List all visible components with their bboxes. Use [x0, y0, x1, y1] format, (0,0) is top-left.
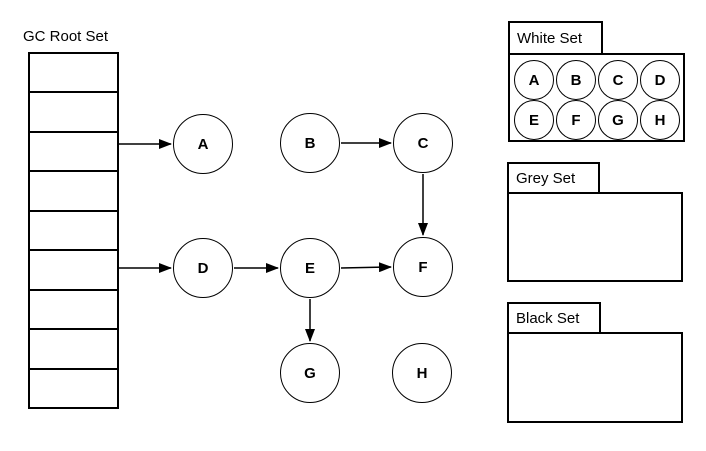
grey-set-tab: Grey Set	[507, 162, 600, 192]
white-set-member-g-label: G	[612, 111, 624, 129]
white-set-member-b: B	[556, 60, 596, 100]
root-set-slot	[30, 212, 117, 252]
white-set-member-e-label: E	[528, 111, 539, 129]
white-set-member-f: F	[556, 100, 596, 140]
node-d-label: D	[197, 259, 209, 277]
white-set-member-h-label: H	[654, 111, 666, 129]
node-c: C	[393, 113, 453, 173]
node-g: G	[280, 343, 340, 403]
node-a-label: A	[197, 135, 209, 153]
root-set-slot	[30, 370, 117, 407]
node-h-label: H	[416, 364, 428, 382]
white-set-member-d: D	[640, 60, 680, 100]
node-h: H	[392, 343, 452, 403]
white-set-member-c-label: C	[612, 71, 624, 89]
grey-set-label: Grey Set	[516, 169, 576, 187]
white-set-member-a: A	[514, 60, 554, 100]
black-set-box	[507, 332, 683, 423]
node-b: B	[280, 113, 340, 173]
node-g-label: G	[304, 364, 316, 382]
black-set-tab: Black Set	[507, 302, 601, 332]
node-a: A	[173, 114, 233, 174]
node-f: F	[393, 237, 453, 297]
root-set-slot	[30, 133, 117, 173]
white-set-member-b-label: B	[570, 71, 582, 89]
root-set-slot	[30, 251, 117, 291]
white-set-member-a-label: A	[528, 71, 540, 89]
white-set-member-e: E	[514, 100, 554, 140]
root-set-stack	[28, 52, 119, 409]
root-set-slot	[30, 172, 117, 212]
white-set-label: White Set	[517, 29, 583, 47]
root-set-slot	[30, 291, 117, 331]
white-set-member-f-label: F	[571, 111, 581, 129]
root-set-slot	[30, 330, 117, 370]
node-f-label: F	[418, 258, 428, 276]
white-set-member-h: H	[640, 100, 680, 140]
white-set-member-d-label: D	[654, 71, 666, 89]
root-set-slot	[30, 54, 117, 94]
root-set-title: GC Root Set	[23, 28, 109, 45]
white-set-member-g: G	[598, 100, 638, 140]
node-c-label: C	[417, 134, 429, 152]
node-d: D	[173, 238, 233, 298]
node-b-label: B	[304, 134, 316, 152]
node-e-label: E	[304, 259, 315, 277]
edge-e-to-f	[340, 262, 392, 273]
white-set-box: A B C D E F G H	[508, 53, 685, 142]
white-set-tab: White Set	[508, 21, 603, 53]
root-set-slot	[30, 93, 117, 133]
grey-set-box	[507, 192, 683, 282]
black-set-label: Black Set	[516, 309, 580, 327]
node-e: E	[280, 238, 340, 298]
white-set-member-c: C	[598, 60, 638, 100]
